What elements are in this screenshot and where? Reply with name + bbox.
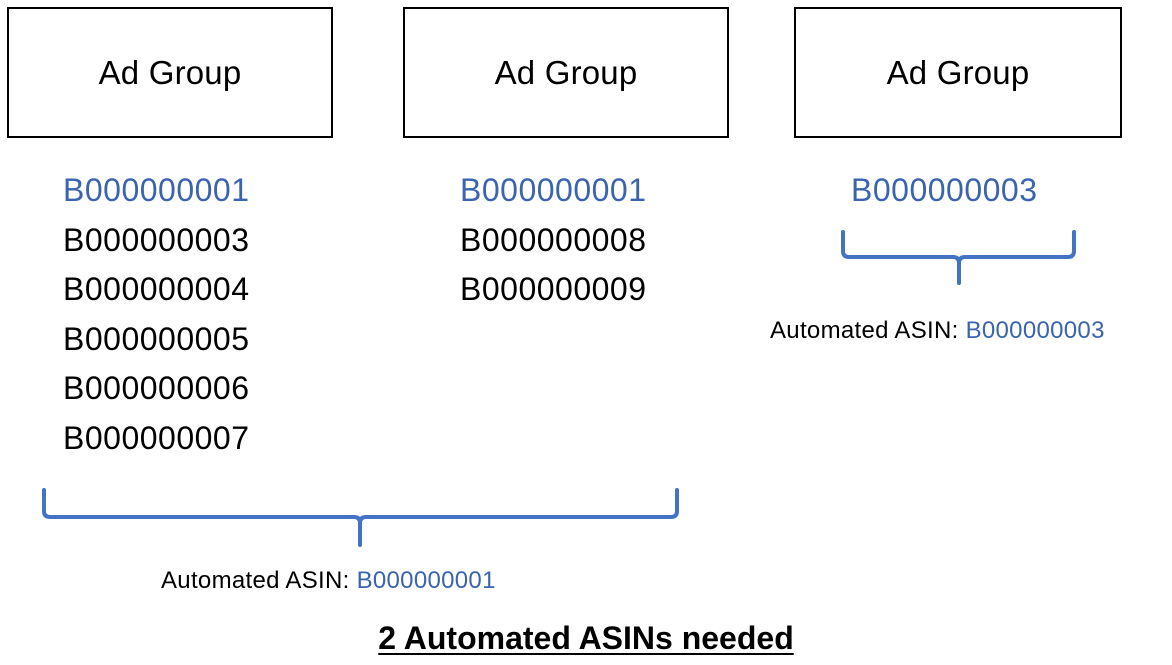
asin-item: B000000004 [63,271,250,307]
automated-asin-value: B000000001 [356,567,496,594]
asin-list-2: B000000001 B000000008 B000000009 [460,166,647,315]
automated-asin-caption: Automated ASIN: [770,317,966,344]
asin-item: B000000009 [460,271,647,307]
asin-list-1: B000000001 B000000003 B000000004 B000000… [63,166,250,463]
asin-item: B000000001 [63,172,250,208]
automated-asin-label-2: Automated ASIN: B000000003 [770,317,1105,345]
asin-item: B000000007 [63,419,250,456]
asin-item: B000000005 [63,320,250,357]
ad-group-box-2: Ad Group [403,7,729,138]
asin-item: B000000008 [460,221,647,258]
ad-group-title-2: Ad Group [494,53,638,91]
asin-item: B000000003 [851,172,1038,208]
summary-text: 2 Automated ASINs needed [0,620,1172,657]
brace-groups-1-2 [42,488,679,547]
asin-list-3: B000000003 [851,166,1038,216]
ad-group-box-3: Ad Group [794,7,1122,138]
ad-group-title-1: Ad Group [98,53,242,91]
ad-group-title-3: Ad Group [886,53,1030,91]
ad-group-box-1: Ad Group [7,7,333,138]
automated-asin-value: B000000003 [965,317,1105,344]
asin-item: B000000006 [63,370,250,406]
brace-group-3 [841,230,1076,285]
summary-label: 2 Automated ASINs needed [378,620,794,656]
automated-asin-label-1: Automated ASIN: B000000001 [161,567,496,595]
asin-item: B000000001 [460,172,647,208]
automated-asin-caption: Automated ASIN: [161,567,357,594]
asin-item: B000000003 [63,221,250,258]
